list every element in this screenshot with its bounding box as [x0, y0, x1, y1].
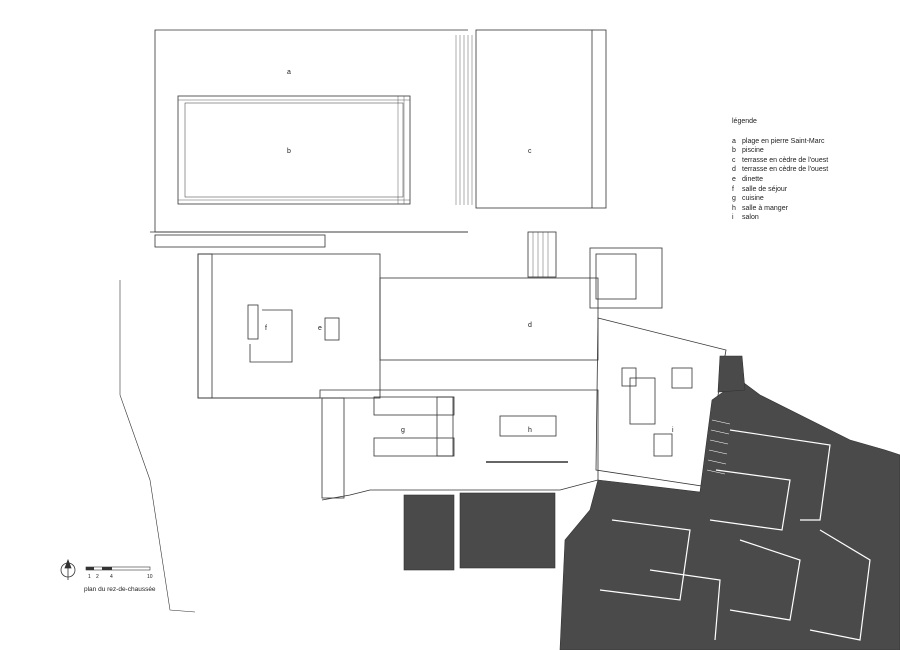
legend-item: a plage en pierre Saint-Marc	[732, 137, 828, 147]
legend-item: h salle à manger	[732, 204, 828, 214]
legend-key: g	[732, 195, 736, 203]
scale-tick-10: 10	[147, 574, 153, 580]
legend-text: terrasse en cèdre de l'ouest	[742, 166, 829, 174]
living-room-outline	[197, 253, 381, 399]
legend-item: c terrasse en cèdre de l'ouest	[732, 156, 828, 166]
pool-outline	[177, 95, 411, 205]
legend-item: g cuisine	[732, 194, 828, 204]
terrace-d-outline	[379, 277, 599, 361]
room-label-e: e	[318, 325, 322, 332]
legend-key: a	[732, 137, 736, 145]
plan-caption: plan du rez-de-chaussée	[84, 586, 156, 593]
legend-item: b piscine	[732, 146, 828, 156]
legend-item: f salle de séjour	[732, 185, 828, 195]
scale-bar: 1 2 4 10	[85, 566, 153, 580]
scale-tick-2: 2	[96, 574, 99, 580]
legend-text: salle à manger	[742, 204, 788, 212]
scale-tick-4: 4	[110, 574, 113, 580]
room-label-c: c	[528, 148, 532, 155]
private-wing-block-2	[459, 492, 556, 569]
room-label-a: a	[287, 69, 291, 76]
legend-text: plage en pierre Saint-Marc	[742, 137, 825, 145]
legend-key: d	[732, 166, 736, 174]
legend-item: e dinette	[732, 175, 828, 185]
private-wing-main	[559, 379, 900, 650]
room-label-b: b	[287, 148, 291, 155]
room-label-h: h	[528, 427, 532, 434]
legend-title: légende	[732, 118, 757, 125]
legend-text: cuisine	[742, 195, 764, 203]
private-wing-block-1	[403, 494, 455, 571]
legend-key: h	[732, 204, 736, 212]
pool-deck-outline	[154, 29, 468, 233]
room-label-i: i	[672, 427, 674, 434]
room-label-d: d	[528, 322, 532, 329]
legend-text: piscine	[742, 147, 764, 155]
legend-key: b	[732, 147, 736, 155]
room-label-f: f	[265, 325, 267, 332]
north-arrow-icon	[60, 558, 76, 580]
legend-key: e	[732, 175, 736, 183]
legend-key: i	[732, 214, 734, 222]
room-label-g: g	[401, 427, 405, 434]
legend-key: f	[732, 185, 734, 193]
terrace-c-outline	[475, 29, 607, 209]
legend-item: d terrasse en cèdre de l'ouest	[732, 165, 828, 175]
scale-tick-1: 1	[88, 574, 91, 580]
legend-text: terrasse en cèdre de l'ouest	[742, 156, 829, 164]
legend-text: dinette	[742, 175, 764, 183]
legend-text: salle de séjour	[742, 185, 788, 193]
legend-key: c	[732, 156, 736, 164]
legend-text: salon	[742, 214, 759, 222]
